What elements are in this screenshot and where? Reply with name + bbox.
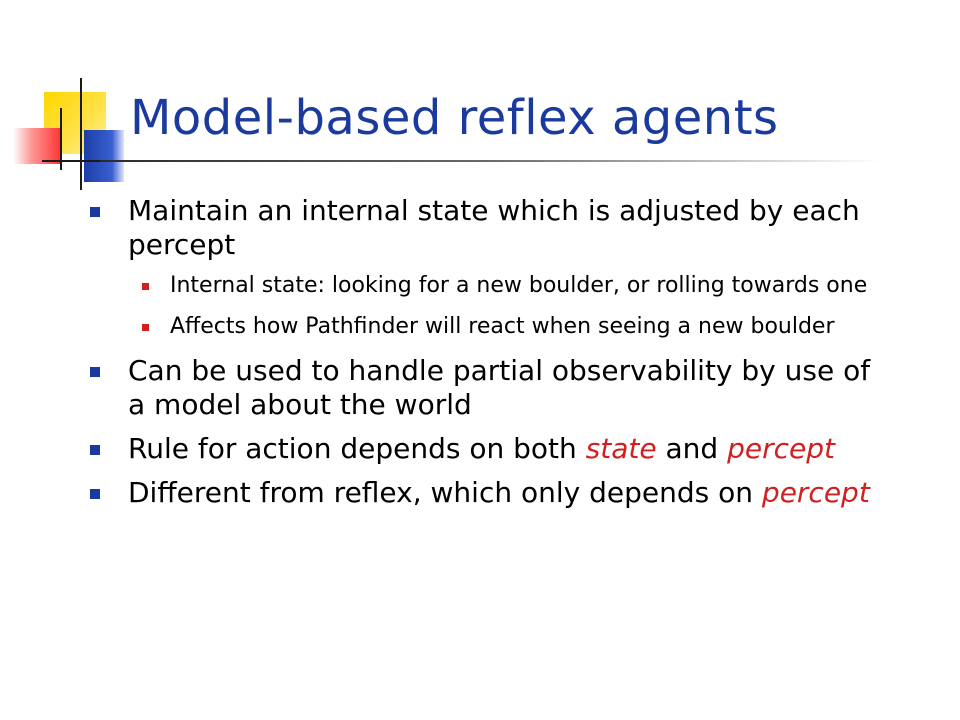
decorative-red-square	[14, 128, 62, 164]
sub-bullet-item: Internal state: looking for a new boulde…	[142, 272, 890, 299]
square-bullet-icon	[142, 324, 149, 331]
decorative-blue-square	[84, 130, 124, 182]
bullet-text: Maintain an internal state which is adju…	[128, 194, 860, 261]
square-bullet-icon	[90, 207, 100, 217]
emphasis-percept: percept	[727, 432, 835, 465]
emphasis-state: state	[585, 432, 657, 465]
decorative-vertical-line-short	[60, 108, 62, 170]
bullet-text-part: and	[656, 432, 728, 465]
bullet-text: Can be used to handle partial observabil…	[128, 354, 871, 421]
bullet-item: Can be used to handle partial observabil…	[90, 354, 890, 422]
sub-bullet-text: Affects how Pathfinder will react when s…	[170, 314, 835, 339]
emphasis-percept: percept	[761, 476, 870, 509]
bullet-item: Maintain an internal state which is adju…	[90, 194, 890, 262]
decorative-vertical-line	[80, 78, 82, 190]
bullet-text-part: Different from reflex, which only depend…	[128, 476, 762, 509]
square-bullet-icon	[90, 367, 100, 377]
bullet-item: Rule for action depends on both state an…	[90, 432, 890, 466]
square-bullet-icon	[90, 489, 100, 499]
square-bullet-icon	[142, 283, 149, 290]
square-bullet-icon	[90, 445, 100, 455]
bullet-list: Maintain an internal state which is adju…	[90, 194, 890, 520]
bullet-text-part: Rule for action depends on both	[128, 432, 586, 465]
title-underline-rule	[100, 160, 880, 162]
sub-bullet-item: Affects how Pathfinder will react when s…	[142, 313, 890, 340]
sub-bullet-text: Internal state: looking for a new boulde…	[170, 273, 868, 298]
slide-title: Model-based reflex agents	[130, 90, 779, 146]
decorative-horizontal-line	[42, 160, 120, 162]
bullet-item: Different from reflex, which only depend…	[90, 476, 890, 510]
